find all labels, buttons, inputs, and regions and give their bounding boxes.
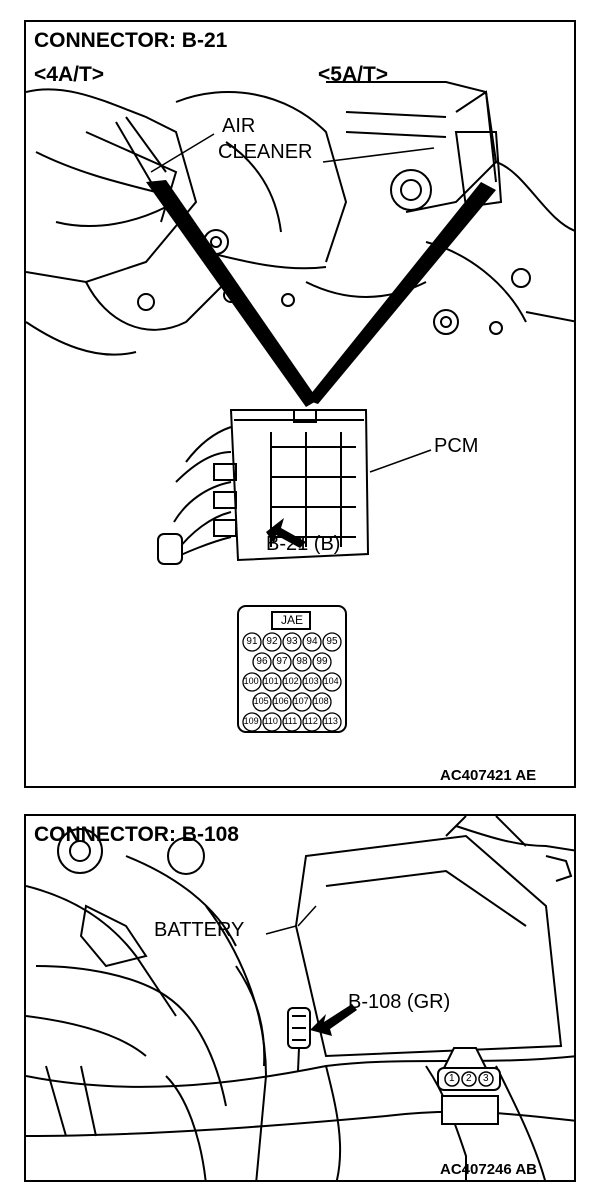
jae-pin-circle [302,672,322,692]
panel-title: CONNECTOR: B-21 [34,29,228,52]
jae-label: JAE [281,613,304,627]
jae-pin-number: 100 [243,676,259,686]
jae-pin-number: 111 [283,716,298,726]
jae-pin-number: 103 [303,676,319,686]
connector-b108-panel: CONNECTOR: B-108 BATTERY B-108 (GR) 1 2 … [24,814,576,1182]
air-cleaner-label-line2: CLEANER [218,141,313,163]
jae-pin-number: 107 [293,696,309,706]
jae-pin-circle [242,712,262,732]
jae-pin-circle [242,632,262,652]
jae-pin-number: 109 [243,716,259,726]
jae-pin-number: 106 [273,696,289,706]
jae-pin-circle [272,652,292,672]
connector-callout-b108: B-108 (GR) [348,991,451,1013]
jae-pin-number: 110 [263,716,278,726]
variant-5at-label: <5A/T> [318,63,389,86]
connector-b21-panel: CONNECTOR: B-21 <4A/T> <5A/T> AIR CLEANE… [24,20,576,788]
jae-pin-circle [312,692,332,712]
battery-label: BATTERY [154,919,245,941]
panel-title: CONNECTOR: B-108 [34,823,239,846]
jae-pin-circle [322,672,342,692]
jae-pin-number: 91 [246,636,258,647]
jae-pin-number: 99 [316,656,328,667]
jae-pin-number: 95 [326,636,338,647]
jae-pin-circle [262,672,282,692]
jae-pin-number: 105 [253,696,269,706]
jae-pin-circle [302,712,322,732]
connector-callout-b21: B-21 (B) [266,533,341,555]
jae-pin-circle [282,632,302,652]
jae-pin-number: 101 [263,676,279,686]
jae-pin-circle [302,632,322,652]
variant-4at-label: <4A/T> [34,63,105,86]
jae-pin-circle [292,652,312,672]
jae-pin-circle [282,672,302,692]
air-cleaner-label-line1: AIR [222,115,256,137]
jae-pin-number: 97 [276,656,288,667]
jae-pin-circle [292,692,312,712]
jae-pin-circle [252,692,272,712]
jae-pin-number: 94 [306,636,318,647]
jae-pin-circle [262,632,282,652]
pin-circles [242,632,342,732]
jae-pin-number: 96 [256,656,268,667]
jae-pin-circle [262,712,282,732]
jae-pin-number: 102 [283,676,299,686]
figure-code-b21: AC407421 AE [440,767,537,784]
jae-pin-circle [252,652,272,672]
pcm-label: PCM [434,435,479,457]
jae-pin-circle [322,712,342,732]
jae-pin-circle [282,712,302,732]
jae-pin-circle [312,652,332,672]
jae-pin-number: 98 [296,656,308,667]
figure-code-b108: AC407246 AB [440,1161,537,1178]
b108-pin-2: 2 [466,1073,472,1084]
jae-pin-circle [242,672,262,692]
b108-pin-3: 3 [483,1073,489,1084]
jae-pin-number: 104 [323,676,339,686]
jae-pin-number: 113 [323,716,338,726]
engine-bay-illustration-b108 [26,816,574,1180]
jae-pin-circle [322,632,342,652]
engine-bay-illustration-b21 [26,81,574,733]
jae-pin-circle [272,692,292,712]
b108-pin-1: 1 [449,1073,455,1084]
jae-pin-number: 92 [266,636,278,647]
jae-pin-number: 108 [313,696,329,706]
jae-pin-number: 112 [303,716,318,726]
jae-pin-number: 93 [286,636,298,647]
